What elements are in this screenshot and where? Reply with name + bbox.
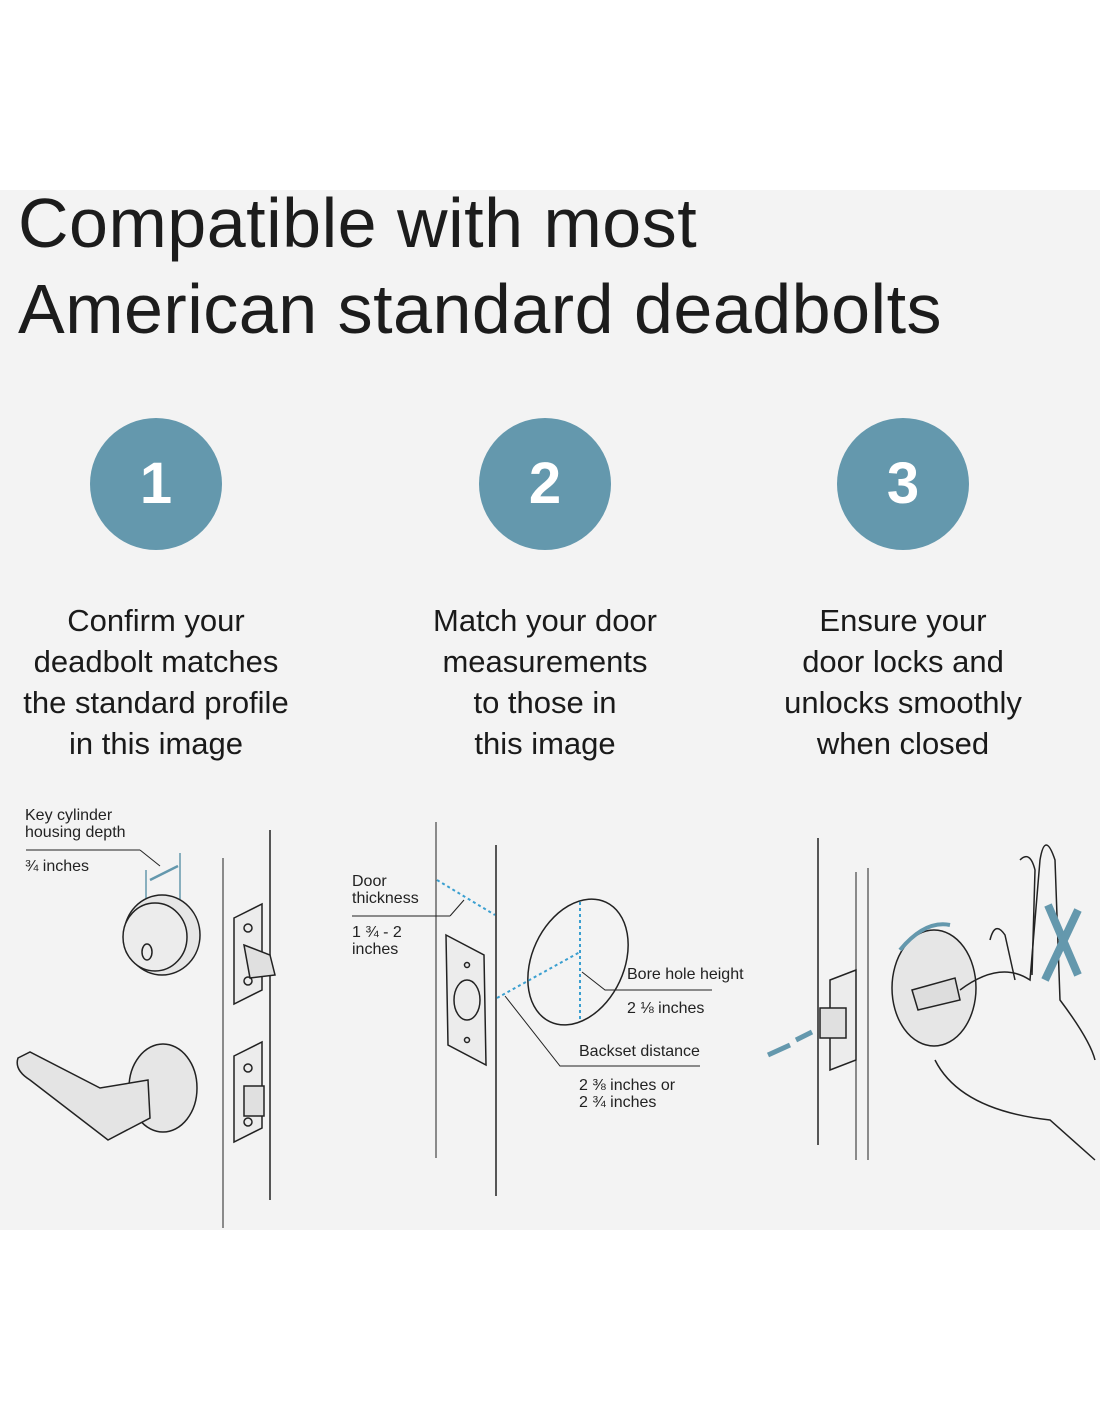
step-description: Confirm your deadbolt matches the standa… [0, 600, 336, 764]
step-number-badge: 2 [479, 418, 611, 550]
desc-line: unlocks smoothly [784, 685, 1022, 720]
label-line: inches [352, 941, 399, 958]
label-line: 2 ⅜ inches or [579, 1077, 676, 1094]
deadbolt-profile-illustration [16, 830, 276, 1228]
desc-line: when closed [816, 726, 990, 761]
x-mark-icon [1041, 903, 1082, 982]
desc-line: Match your door [433, 603, 657, 638]
desc-line: this image [474, 726, 616, 761]
step-description: Ensure your door locks and unlocks smoot… [723, 600, 1083, 764]
backset-value: 2 ⅜ inches or 2 ¾ inches [579, 1077, 675, 1111]
bore-hole-value: 2 ⅛ inches [627, 1000, 705, 1017]
step-3: 3 Ensure your door locks and unlocks smo… [723, 418, 1083, 764]
desc-line: the standard profile [23, 685, 289, 720]
page-title: Compatible with most American standard d… [18, 180, 942, 352]
label-line: housing depth [25, 824, 126, 841]
desc-line: measurements [442, 644, 648, 679]
step-2: 2 Match your door measurements to those … [365, 418, 725, 764]
step-number-badge: 1 [90, 418, 222, 550]
desc-line: Confirm your [67, 603, 245, 638]
desc-line: in this image [68, 726, 244, 761]
label-line: 1 ¾ - 2 [352, 924, 402, 941]
backset-label: Backset distance [579, 1043, 700, 1060]
bore-hole-label: Bore hole height [627, 966, 744, 983]
label-line: 2 ¾ inches [579, 1094, 657, 1111]
door-thickness-label: Door thickness [352, 873, 419, 907]
label-line: Door [352, 873, 387, 890]
title-line-2: American standard deadbolts [18, 270, 943, 348]
desc-line: Ensure your [819, 603, 987, 638]
step-number-badge: 3 [837, 418, 969, 550]
door-measurements-illustration [352, 822, 712, 1196]
desc-line: deadbolt matches [33, 644, 279, 679]
lock-operation-illustration [766, 838, 1096, 1161]
desc-line: door locks and [802, 644, 1004, 679]
key-cylinder-value: ¾ inches [25, 858, 90, 875]
key-cylinder-label: Key cylinder housing depth [25, 807, 126, 841]
title-line-1: Compatible with most [18, 184, 698, 262]
desc-line: to those in [473, 685, 617, 720]
step-1: 1 Confirm your deadbolt matches the stan… [0, 418, 336, 764]
label-line: Key cylinder [25, 807, 113, 824]
label-line: thickness [352, 890, 419, 907]
step-description: Match your door measurements to those in… [365, 600, 725, 764]
door-thickness-value: 1 ¾ - 2 inches [352, 924, 402, 958]
